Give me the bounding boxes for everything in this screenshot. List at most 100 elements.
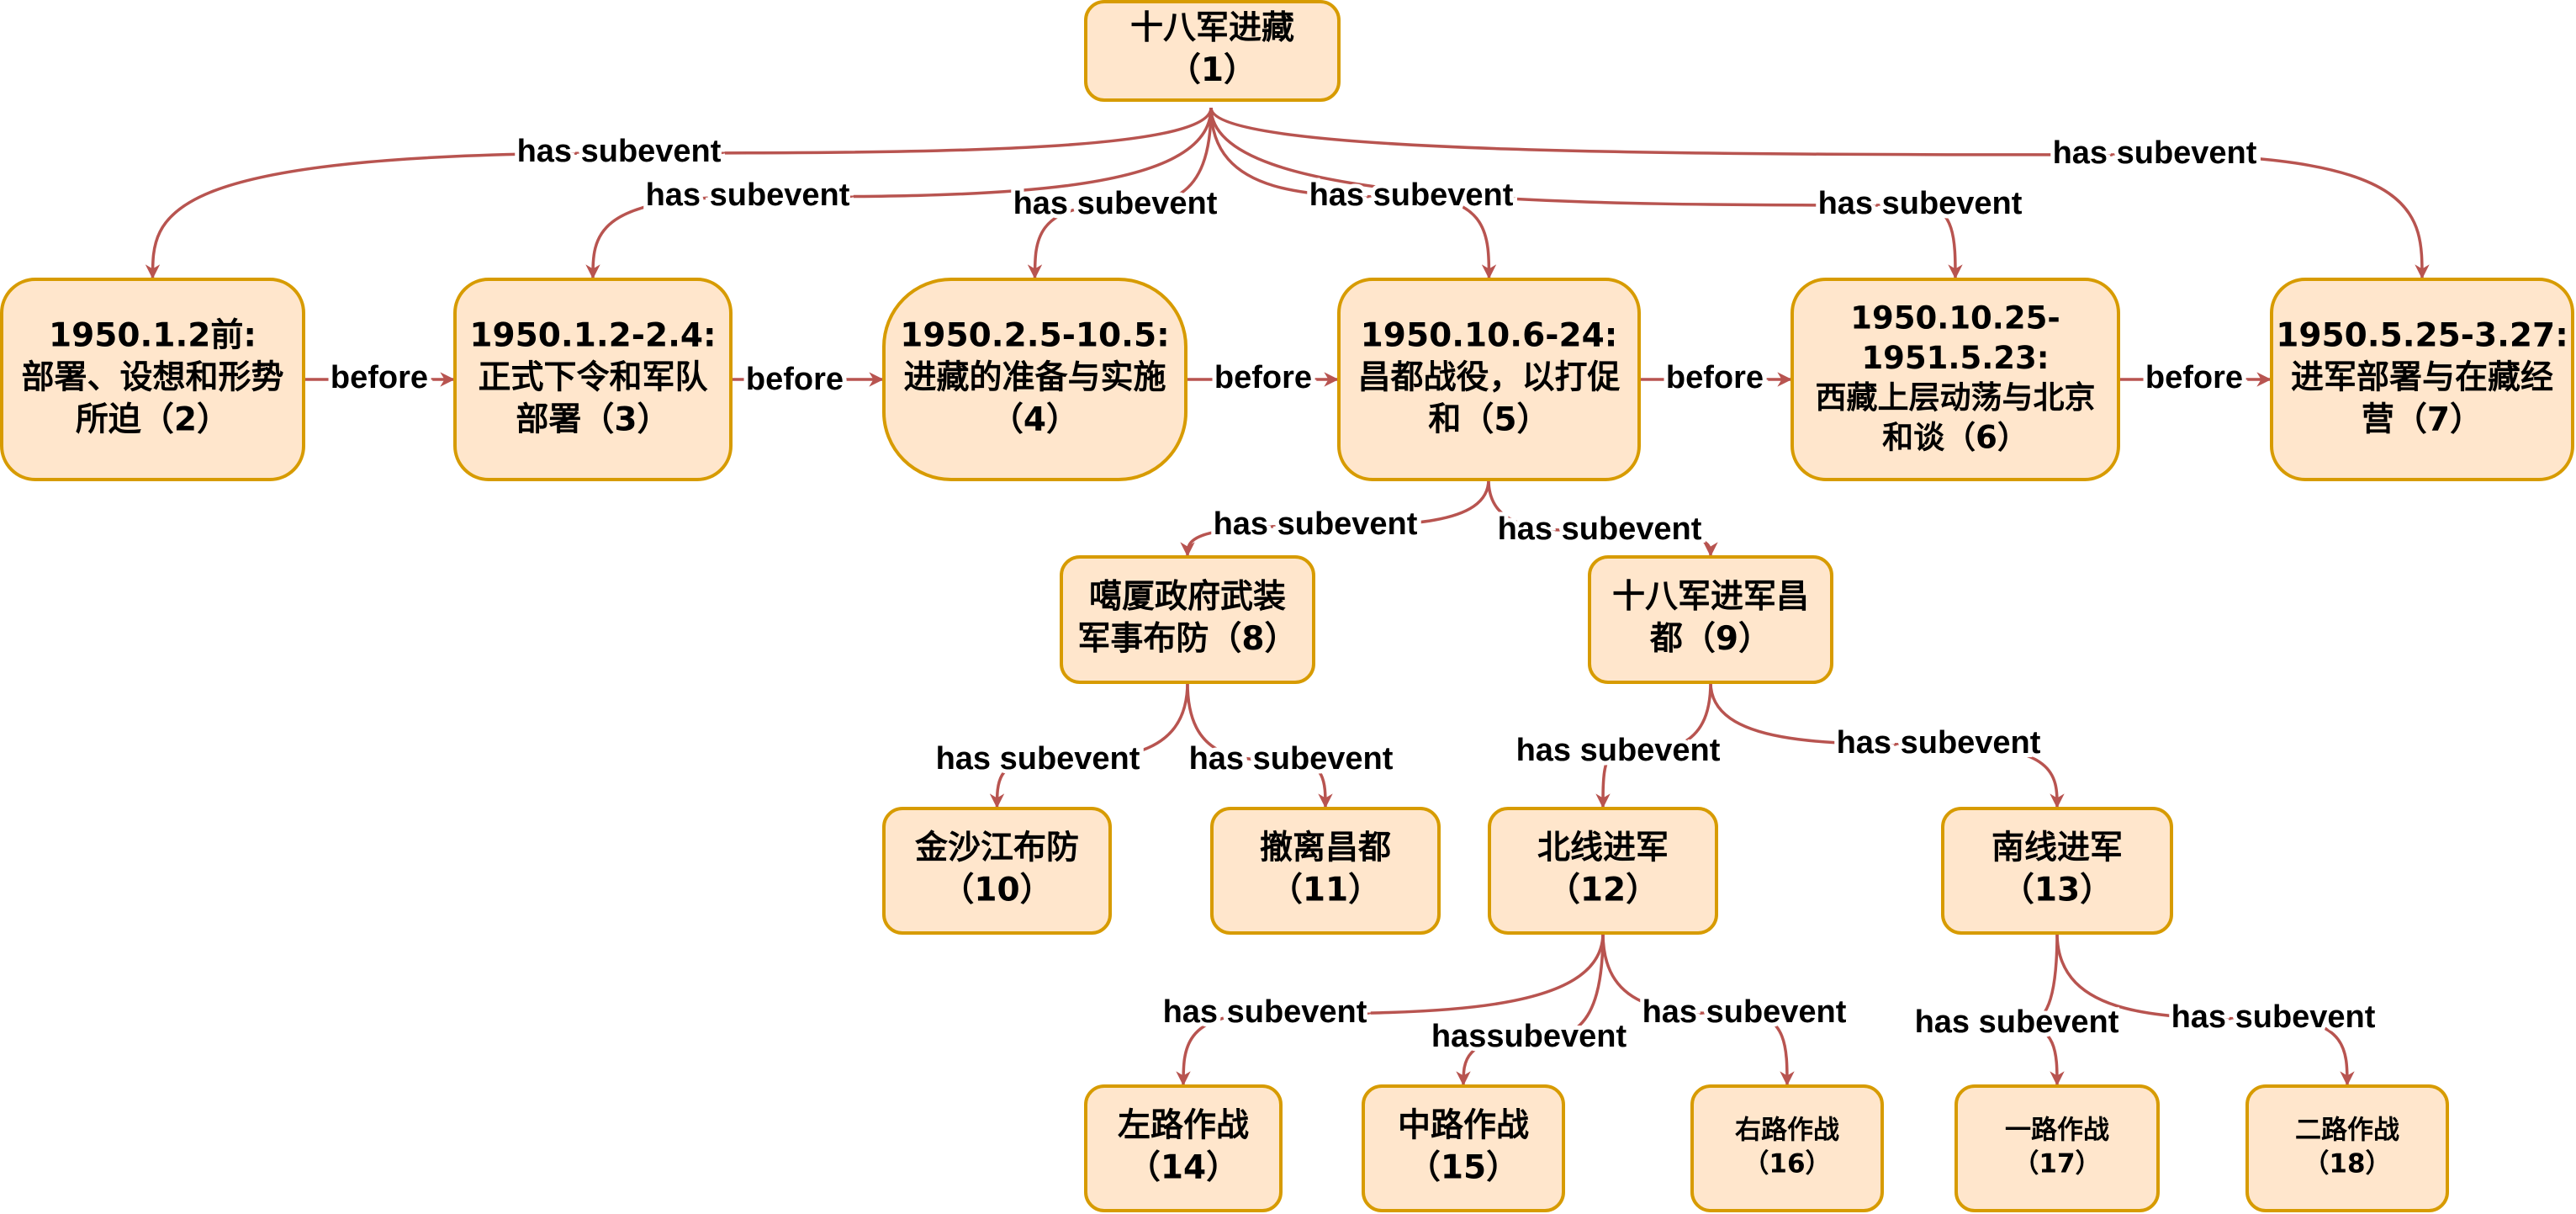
edge-label: has subevent xyxy=(1642,994,1847,1030)
event-node-13[interactable]: 南线进军 （13） xyxy=(1941,807,2173,935)
edge-label: has subevent xyxy=(1516,733,1721,768)
event-node-4[interactable]: 1950.2.5-10.5: 进藏的准备与实施（4） xyxy=(882,278,1187,481)
edge-12-16 xyxy=(1601,932,1795,1086)
edge-12-14 xyxy=(1176,932,1605,1086)
node-label-line: 正式下令和军队 xyxy=(478,359,708,397)
node-label-line: （18） xyxy=(2303,1148,2391,1179)
edge-label: before xyxy=(1214,360,1312,395)
edge-label: has subevent xyxy=(2171,999,2376,1035)
edge-8-10 xyxy=(989,681,1189,808)
node-label-line: （10） xyxy=(941,871,1052,909)
node-label-line: （11） xyxy=(1270,871,1381,909)
node-label-line: 撤离昌都 xyxy=(1260,830,1391,867)
node-box xyxy=(0,278,305,481)
node-label-line: 1950.2.5-10.5: xyxy=(900,317,1169,355)
node-box xyxy=(882,278,1187,481)
node-label-line: （13） xyxy=(2002,871,2113,909)
edge-label: hassubevent xyxy=(1431,1019,1627,1054)
node-label-line: 都（9） xyxy=(1649,620,1771,658)
edge-1-4 xyxy=(1027,107,1213,279)
node-box xyxy=(1941,807,2173,935)
node-box xyxy=(1791,278,2120,481)
node-box xyxy=(1084,0,1341,102)
edge-1-2 xyxy=(145,107,1213,279)
node-label-line: 部署、设想和形势 xyxy=(21,359,283,397)
node-label-line: （4） xyxy=(991,400,1079,438)
node-label-line: 所迫（2） xyxy=(76,400,230,438)
node-box xyxy=(1954,1084,2160,1212)
node-label-line: 和（5） xyxy=(1428,400,1549,438)
node-label-line: （17） xyxy=(2013,1148,2101,1179)
edge-label: has subevent xyxy=(1013,186,1218,221)
node-label-line: 1951.5.23: xyxy=(1861,340,2049,376)
node-label-line: 1950.1.2-2.4: xyxy=(469,317,716,355)
node-label-line: 1950.5.25-3.27: xyxy=(2276,317,2568,355)
edge-5-8 xyxy=(1180,479,1490,557)
edge-label: has subevent xyxy=(936,741,1140,777)
node-label-line: 营（7） xyxy=(2362,400,2483,438)
node-label-line: 金沙江布防 xyxy=(914,830,1079,867)
edge-9-12 xyxy=(1595,681,1712,808)
node-label-line: 十八军进军昌 xyxy=(1612,578,1809,616)
node-label-line: 部署（3） xyxy=(516,400,669,438)
edge-13-18 xyxy=(2055,932,2355,1086)
node-label-line: 右路作战 xyxy=(1735,1116,1839,1146)
event-node-12[interactable]: 北线进军 （12） xyxy=(1488,807,1718,935)
edge-1-6 xyxy=(1209,107,1963,279)
event-node-1[interactable]: 十八军进藏 （1） xyxy=(1084,0,1341,102)
edge-1-7 xyxy=(1209,107,2430,279)
edge-label: has subevent xyxy=(1837,725,2041,761)
event-node-11[interactable]: 撤离昌都 （11） xyxy=(1210,807,1441,935)
event-node-18[interactable]: 二路作战（18） xyxy=(2245,1084,2449,1212)
edge-label: has subevent xyxy=(1915,1005,2119,1040)
node-label-line: 北线进军 xyxy=(1537,830,1669,867)
node-label-line: 南线进军 xyxy=(1992,830,2123,867)
node-box xyxy=(1362,1084,1565,1212)
node-label-line: 一路作战 xyxy=(2005,1116,2109,1146)
node-box xyxy=(1060,555,1315,684)
event-node-15[interactable]: 中路作战（15） xyxy=(1362,1084,1565,1212)
event-node-10[interactable]: 金沙江布防 （10） xyxy=(882,807,1112,935)
event-node-17[interactable]: 一路作战（17） xyxy=(1954,1084,2160,1212)
node-label-line: 西藏上层动荡与北京 xyxy=(1816,379,2096,416)
event-node-16[interactable]: 右路作战（16） xyxy=(1690,1084,1884,1212)
node-label-line: 十八军进藏 xyxy=(1130,9,1294,47)
edge-label: has subevent xyxy=(1818,186,2023,221)
node-box xyxy=(1588,555,1833,684)
edge-label: has subevent xyxy=(1214,506,1418,542)
node-label-line: 左路作战 xyxy=(1118,1107,1249,1145)
node-box xyxy=(1084,1084,1283,1212)
node-label-line: 进军部署与在藏经 xyxy=(2291,359,2553,397)
edge-label: before xyxy=(746,362,844,397)
node-label-line: 中路作战 xyxy=(1398,1107,1529,1145)
edge-1-3 xyxy=(585,107,1213,279)
edge-12-15 xyxy=(1456,932,1605,1086)
node-box xyxy=(1488,807,1718,935)
event-node-14[interactable]: 左路作战（14） xyxy=(1084,1084,1283,1212)
node-box xyxy=(1210,807,1441,935)
node-label-line: 进藏的准备与实施 xyxy=(903,359,1166,397)
edge-label: before xyxy=(2145,360,2243,395)
edge-5-9 xyxy=(1487,479,1718,557)
edge-8-11 xyxy=(1186,681,1333,808)
node-label-line: （12） xyxy=(1547,871,1658,909)
node-label-line: （1） xyxy=(1168,51,1256,89)
node-label-line: 二路作战 xyxy=(2295,1116,2399,1146)
edge-1-5 xyxy=(1209,107,1497,279)
node-label-line: 军事布防（8） xyxy=(1077,620,1297,658)
node-box xyxy=(1337,278,1641,481)
node-label-line: 1950.10.25- xyxy=(1850,300,2060,336)
node-box xyxy=(882,807,1112,935)
node-label-line: 噶厦政府武装 xyxy=(1089,578,1286,616)
node-label-line: （16） xyxy=(1743,1148,1831,1179)
node-label-line: 昌都战役，以打促 xyxy=(1357,359,1620,397)
edge-label: has subevent xyxy=(1309,178,1514,213)
edge-label: has subevent xyxy=(646,178,850,213)
